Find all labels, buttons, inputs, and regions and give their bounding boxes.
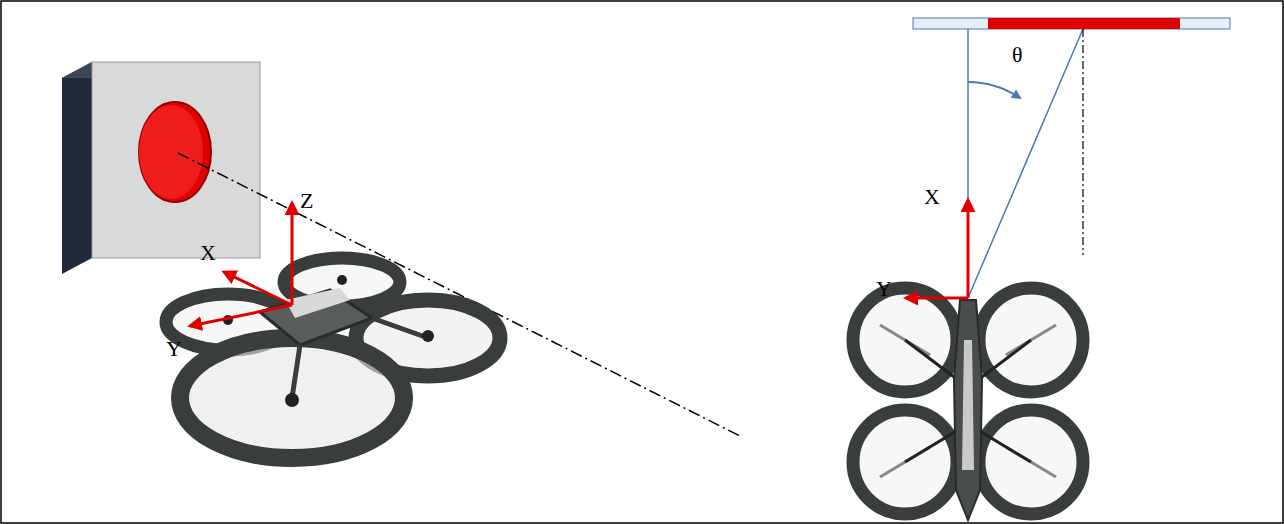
drone-perspective [166,258,500,458]
target-top-view [913,18,1230,29]
axis-label: Z [300,190,313,212]
axes-right [906,200,968,298]
axis-label: Y [876,278,892,300]
drone-top-view [853,288,1083,520]
axis-label: Y [166,338,182,360]
angle-geometry [968,29,1083,298]
angle-label: θ [1012,44,1023,66]
target-wall [62,62,260,274]
axes-left [190,203,292,326]
axis-label: X [200,242,216,264]
axis-label: X [924,186,940,208]
